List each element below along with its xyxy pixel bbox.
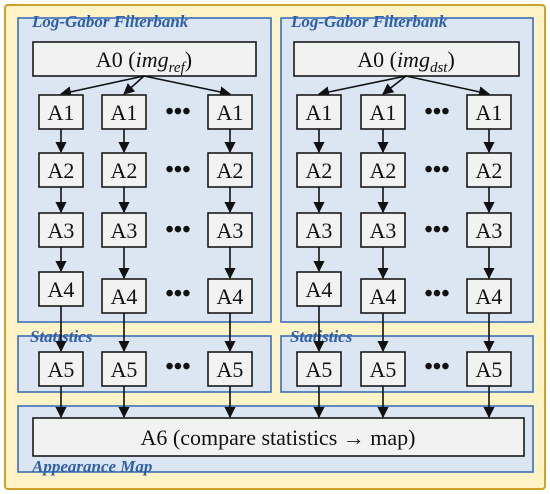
appearance-map-title: Appearance Map: [31, 457, 152, 476]
right-dots-a5: •••: [424, 354, 449, 380]
right-col3-a4-label: A4: [476, 284, 503, 309]
right-col2-a4-label: A4: [370, 284, 397, 309]
right-col3-a2-box: [466, 152, 512, 188]
right-col1-a4-label: A4: [306, 277, 333, 302]
left-col1-a5-label: A5: [48, 357, 75, 382]
right-col3-a4-box: [466, 278, 512, 314]
a0-dst-label-sub: dst: [430, 60, 448, 76]
right-dots-a2: •••: [424, 157, 449, 183]
right-col2-a3-box: [360, 212, 406, 248]
left-dots-a4: •••: [165, 281, 190, 307]
a0-dst-label: A0 (imgdst): [357, 47, 455, 76]
right-col2-arrow-a0-a1: [382, 75, 407, 95]
right-col3-a5-label: A5: [476, 357, 503, 382]
filterbank-left-title: Log-Gabor Filterbank: [31, 12, 189, 31]
right-col2-a1-box: [360, 94, 406, 130]
a0-dst-label-var: img: [397, 47, 430, 72]
a0-ref-label-var: img: [136, 47, 169, 72]
right-col1-arrow-a0-a1: [317, 75, 407, 98]
left-col3-a3-box: [207, 212, 253, 248]
right-dots-a4: •••: [424, 281, 449, 307]
left-col2-a5-label: A5: [111, 357, 138, 382]
left-dots-a1: •••: [165, 99, 190, 125]
a0-ref-label: A0 (imgref): [96, 47, 192, 76]
right-col2-a5-label: A5: [370, 357, 397, 382]
left-col1-a3-label: A3: [48, 218, 75, 243]
a6-label: A6 (compare statistics → map): [141, 425, 416, 450]
left-col3-a1-label: A1: [217, 100, 244, 125]
left-col3-a5-label: A5: [217, 357, 244, 382]
right-col2-a4-box: [360, 278, 406, 314]
left-col1-a2-label: A2: [48, 158, 75, 183]
left-col1-arrow-a0-a1: [59, 75, 145, 98]
left-col2-a3-box: [101, 212, 147, 248]
left-col3-a2-box: [207, 152, 253, 188]
statistics-right-title: Statistics: [290, 327, 353, 346]
right-dots-a3: •••: [424, 217, 449, 243]
left-col2-a4-label: A4: [111, 284, 138, 309]
right-col3-a2-label: A2: [476, 158, 503, 183]
right-col3-a3-label: A3: [476, 218, 503, 243]
left-col2-a2-label: A2: [111, 158, 138, 183]
left-col3-a3-label: A3: [217, 218, 244, 243]
left-col2-a3-label: A3: [111, 218, 138, 243]
right-col1-a2-label: A2: [306, 158, 333, 183]
right-col2-a2-box: [360, 152, 406, 188]
left-dots-a2: •••: [165, 157, 190, 183]
left-dots-a5: •••: [165, 354, 190, 380]
left-dots-a3: •••: [165, 217, 190, 243]
left-col1-a1-box: [38, 94, 84, 130]
right-col1-a5-label: A5: [306, 357, 333, 382]
left-col3-a4-label: A4: [217, 284, 244, 309]
a0-ref-label-sub: ref: [169, 60, 187, 76]
a0-dst-label-base: A0 (: [357, 47, 397, 72]
a0-ref-label-close: ): [185, 47, 192, 72]
right-col1-a3-label: A3: [306, 218, 333, 243]
right-col1-a3-box: [296, 212, 342, 248]
left-col1-a4-box: [38, 271, 84, 307]
a0-dst-box: [293, 41, 520, 77]
a0-ref-label-base: A0 (: [96, 47, 136, 72]
right-col2-a3-label: A3: [370, 218, 397, 243]
left-col1-a4-label: A4: [48, 277, 75, 302]
left-col1-a1-label: A1: [48, 100, 75, 125]
left-col3-arrow-a0-a1: [143, 75, 232, 98]
right-col3-a1-label: A1: [476, 100, 503, 125]
right-col1-a1-label: A1: [306, 100, 333, 125]
right-col2-a2-label: A2: [370, 158, 397, 183]
left-col1-a5-box: [38, 351, 84, 387]
left-col2-a5-box: [101, 351, 147, 387]
right-col1-a5-box: [296, 351, 342, 387]
left-col3-a5-box: [207, 351, 253, 387]
left-col2-arrow-a0-a1: [123, 75, 145, 95]
left-col2-a2-box: [101, 152, 147, 188]
right-col2-a5-box: [360, 351, 406, 387]
left-col3-a2-label: A2: [217, 158, 244, 183]
a0-dst-label-close: ): [447, 47, 454, 72]
right-col1-a2-box: [296, 152, 342, 188]
right-col3-arrow-a0-a1: [405, 75, 491, 98]
filterbank-right-title: Log-Gabor Filterbank: [290, 12, 448, 31]
right-col2-a1-label: A1: [370, 100, 397, 125]
right-dots-a1: •••: [424, 99, 449, 125]
a6-box: [32, 417, 525, 457]
left-col2-a1-label: A1: [111, 100, 138, 125]
